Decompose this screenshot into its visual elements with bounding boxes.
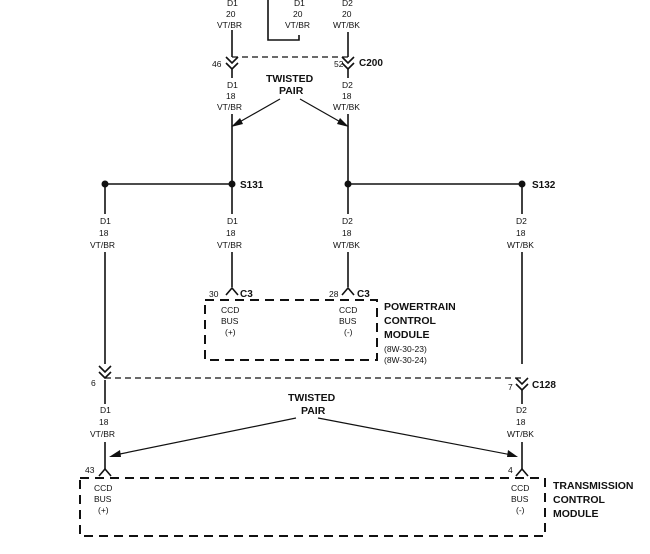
c200-pin-right-symbol: [341, 56, 355, 71]
top-right-label-3: WT/BK: [333, 20, 360, 30]
far-right-wire-1: D2: [516, 216, 527, 226]
pcm-name-1: POWERTRAIN: [384, 301, 456, 313]
tcm-term-left-3: (+): [98, 505, 109, 515]
pcm-conn-right: C3: [357, 289, 370, 300]
pcm-term-left-1: CCD: [221, 305, 239, 315]
lower-left-label-bg: [90, 404, 120, 442]
c200-left-wire-2: 18: [226, 91, 236, 101]
pcm-name-3: MODULE: [384, 329, 430, 341]
left-wire-1: D1: [227, 216, 238, 226]
twisted-pair-upper-arrow-left: [235, 98, 281, 125]
c200-pin-left: 46: [212, 59, 222, 69]
twisted-pair-upper-arrowhead-left: [231, 118, 243, 127]
right-wire-2: 18: [342, 228, 352, 238]
pcm-conn-left: C3: [240, 289, 253, 300]
lower-right-wire-3: WT/BK: [507, 429, 534, 439]
far-right-wire-2: 18: [516, 228, 526, 238]
top-left-label-3: VT/BR: [217, 20, 242, 30]
c200-left-wire-1: D1: [227, 80, 238, 90]
c200-right-wire-3: WT/BK: [333, 102, 360, 112]
tcm-pin-4-symbol: [515, 467, 529, 477]
twisted-pair-lower-arrow-left: [114, 417, 297, 456]
pcm-name-2: CONTROL: [384, 315, 436, 327]
top-mid-label-2: 20: [293, 9, 303, 19]
c200-pin-right: 52: [334, 59, 344, 69]
c128-pin-left-symbol: [98, 365, 112, 380]
pcm-ref-2: (8W-30-24): [384, 355, 427, 365]
lower-left-wire-2: 18: [99, 417, 109, 427]
pcm-term-right-2: BUS: [339, 316, 357, 326]
far-left-wire-1: D1: [100, 216, 111, 226]
tcm-name-2: CONTROL: [553, 494, 605, 506]
twisted-pair-lower-label-1: TWISTED: [288, 392, 336, 404]
right-label-bg: [332, 214, 362, 252]
pcm-term-left-3: (+): [225, 327, 236, 337]
top-mid-label-3: VT/BR: [285, 20, 310, 30]
tcm-term-left-2: BUS: [94, 494, 112, 504]
pcm-ref-1: (8W-30-23): [384, 344, 427, 354]
pcm-pin-30-symbol: [225, 286, 239, 296]
far-left-wire-3: VT/BR: [90, 240, 115, 250]
tcm-name-3: MODULE: [553, 508, 599, 520]
tcm-pin-43-symbol: [98, 467, 112, 477]
lower-right-wire-1: D2: [516, 405, 527, 415]
tcm-pin-left: 43: [85, 465, 95, 475]
c200-pin-left-symbol: [225, 56, 239, 71]
tcm-term-right-1: CCD: [511, 483, 529, 493]
twisted-pair-upper-label-2: PAIR: [279, 85, 304, 97]
top-left-label-2: 20: [226, 9, 236, 19]
pcm-term-right-1: CCD: [339, 305, 357, 315]
lower-left-wire-3: VT/BR: [90, 429, 115, 439]
twisted-pair-lower-arrowhead-right: [507, 450, 518, 457]
left-label-bg: [216, 214, 246, 252]
twisted-pair-lower-label-2: PAIR: [301, 405, 326, 417]
tcm-term-right-2: BUS: [511, 494, 529, 504]
top-mid-label-1: D1: [294, 0, 305, 8]
tcm-pin-right: 4: [508, 465, 513, 475]
c128-label: C128: [532, 380, 556, 391]
left-wire-3: VT/BR: [217, 240, 242, 250]
c200-label: C200: [359, 58, 383, 69]
lower-left-wire-1: D1: [100, 405, 111, 415]
twisted-pair-upper-label-1: TWISTED: [266, 73, 314, 85]
c200-right-wire-2: 18: [342, 91, 352, 101]
far-right-wire-3: WT/BK: [507, 240, 534, 250]
pcm-pin-right: 28: [329, 289, 339, 299]
tcm-module-box: [79, 477, 546, 537]
far-left-wire-2: 18: [99, 228, 109, 238]
top-right-label-1: D2: [342, 0, 353, 8]
left-wire-2: 18: [226, 228, 236, 238]
tcm-name-1: TRANSMISSION: [553, 480, 634, 492]
tcm-term-right-3: (-): [516, 505, 525, 515]
pcm-term-left-2: BUS: [221, 316, 239, 326]
right-wire-3: WT/BK: [333, 240, 360, 250]
tcm-term-left-1: CCD: [94, 483, 112, 493]
pcm-term-right-3: (-): [344, 327, 353, 337]
far-left-label-bg: [90, 214, 120, 252]
top-left-label-1: D1: [227, 0, 238, 8]
wire-top-mid-loop: [267, 0, 300, 41]
pcm-module-box: [204, 299, 378, 361]
twisted-pair-upper-arrowhead-right: [337, 118, 349, 127]
splice-s131-label: S131: [240, 180, 264, 191]
pcm-pin-left: 30: [209, 289, 219, 299]
lower-right-wire-2: 18: [516, 417, 526, 427]
right-wire-1: D2: [342, 216, 353, 226]
c200-left-wire-3: VT/BR: [217, 102, 242, 112]
c200-right-wire-1: D2: [342, 80, 353, 90]
far-right-label-bg: [506, 214, 536, 252]
twisted-pair-lower-arrowhead-left: [109, 450, 121, 457]
lower-right-label-bg: [506, 404, 536, 442]
splice-s132-label: S132: [532, 180, 556, 191]
c128-pin-left: 6: [91, 378, 96, 388]
top-right-label-2: 20: [342, 9, 352, 19]
twisted-pair-upper-arrow-right: [299, 98, 345, 125]
twisted-pair-lower-arrow-right: [317, 417, 513, 456]
c128-pin-right: 7: [508, 382, 513, 392]
c128-pin-right-symbol: [515, 377, 529, 392]
pcm-pin-28-symbol: [341, 286, 355, 296]
